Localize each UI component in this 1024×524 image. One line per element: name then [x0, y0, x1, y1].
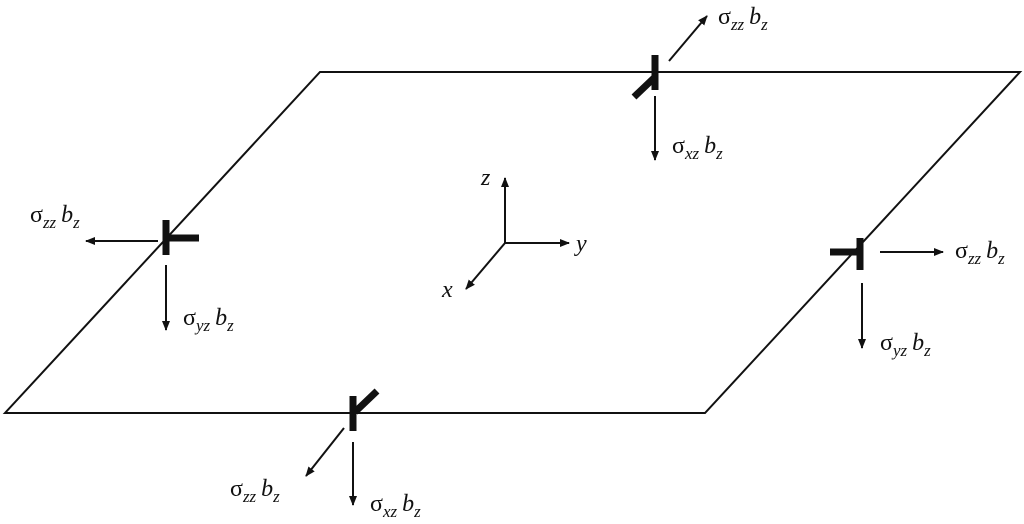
dislocation-left — [85, 220, 199, 331]
z-axis-label: z — [480, 165, 491, 191]
dislocation-bottom — [305, 388, 380, 506]
dislocation-right — [830, 238, 944, 349]
dislocation-top — [631, 15, 708, 161]
slip-plane — [2, 71, 1023, 414]
coordinate-axes: z y x — [441, 165, 587, 303]
y-axis-label: y — [574, 231, 587, 257]
x-axis-arrow — [465, 242, 506, 290]
x-axis-label: x — [441, 277, 453, 303]
